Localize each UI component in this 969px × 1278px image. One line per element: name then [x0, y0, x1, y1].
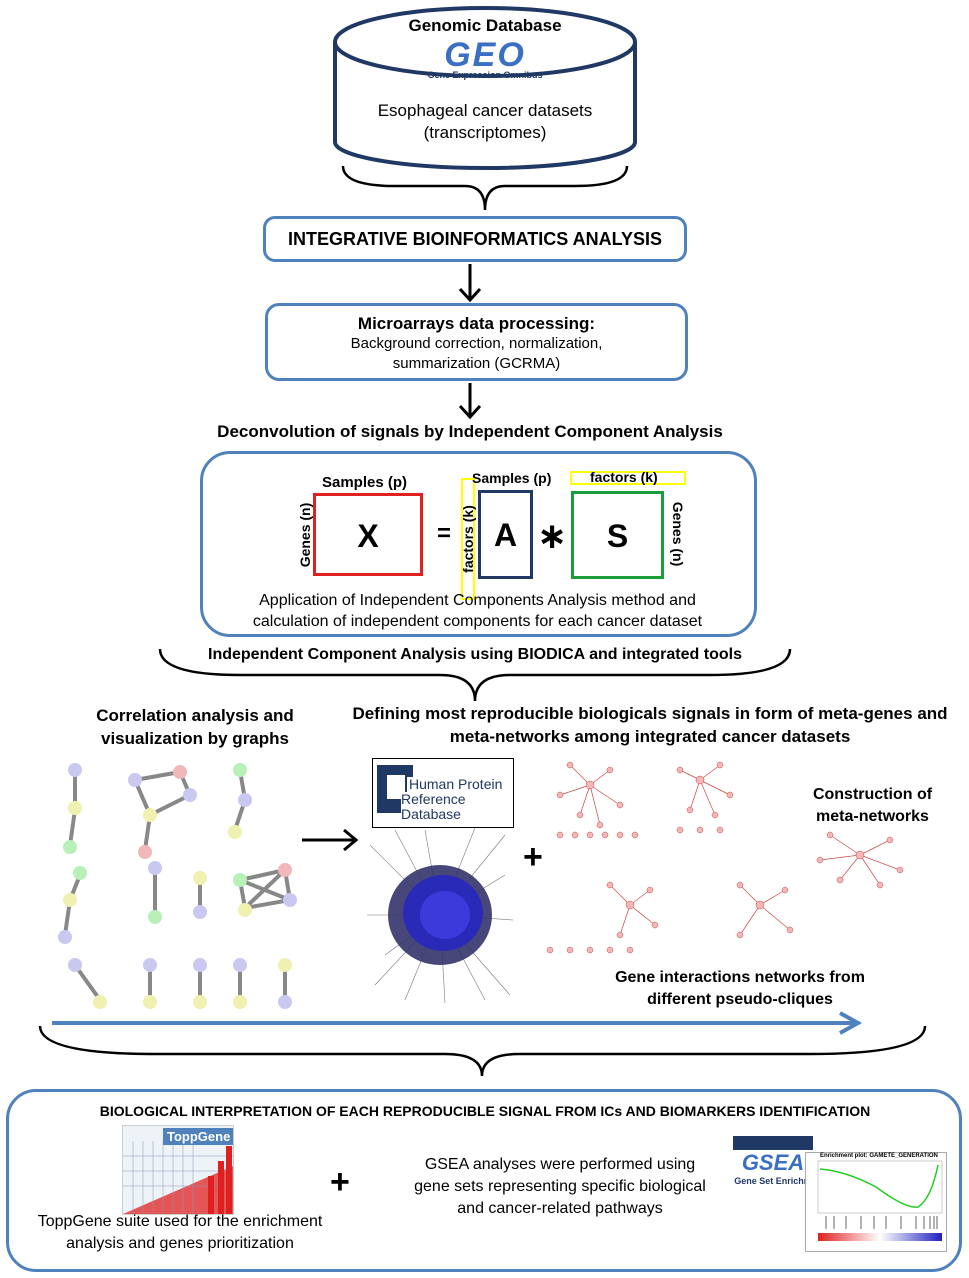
brace-bottom [38, 1025, 927, 1077]
ica-desc-line1: Application of Independent Components An… [259, 592, 696, 609]
gene-interactions-line1: Gene interactions networks from [615, 969, 865, 986]
toppgene-description: ToppGene suite used for the enrichment a… [30, 1211, 330, 1255]
ica-tools-label: Independent Component Analysis using BIO… [208, 646, 742, 663]
gsea-line1: GSEA analyses were performed using [424, 1156, 696, 1173]
toppgene-image: ToppGene [122, 1125, 234, 1215]
meta-networks-image [546, 761, 904, 954]
correlation-line2: visualization by graphs [101, 729, 289, 748]
gsea-logo-subtitle: Gene Set Enrichm [734, 1176, 812, 1186]
plus-sign-2: + [330, 1163, 350, 1201]
microarray-line1: Background correction, normalization, [350, 335, 603, 352]
database-title: Genomic Database [408, 16, 562, 35]
defining-line2: meta-networks among integrated cancer da… [449, 727, 851, 746]
microarray-box: Microarrays data processing: Background … [265, 303, 688, 381]
blue-arrow [52, 1011, 863, 1035]
a-samples-label: Samples (p) [472, 470, 552, 486]
gene-interactions-label: Gene interactions networks from differen… [600, 967, 880, 1011]
hprd-line2: Reference Database [401, 792, 511, 822]
geo-logo: GEO Gene Expression Omnibus [400, 36, 570, 82]
hprd-line1: Human Protein [409, 776, 503, 792]
construction-line1: Construction of [812, 786, 933, 803]
microarray-title: Microarrays data processing: [357, 314, 596, 333]
arrow-down-1 [458, 264, 482, 303]
gsea-enrichment-plot: Enrichment plot: GAMETE_GENERATION [805, 1152, 947, 1252]
factors-highlight-left [461, 478, 475, 600]
microarray-line2: summarization (GCRMA) [392, 355, 561, 372]
toppgene-chart-icon [123, 1141, 233, 1214]
matrix-a-label: A [493, 517, 518, 553]
correlation-graphs-image [58, 763, 297, 1009]
defining-line1: Defining most reproducible biologicals s… [352, 704, 948, 723]
toppgene-line1: ToppGene suite used for the enrichment [37, 1213, 323, 1230]
x-samples-label: Samples (p) [322, 474, 408, 491]
arrow-right [302, 828, 359, 852]
integrative-label: INTEGRATIVE BIOINFORMATICS ANALYSIS [287, 229, 663, 249]
matrix-a: A [478, 490, 533, 579]
brace-ica [158, 648, 792, 702]
construction-line2: meta-networks [816, 808, 929, 825]
integrative-analysis-box: INTEGRATIVE BIOINFORMATICS ANALYSIS [263, 216, 687, 262]
factors-highlight-top [570, 471, 686, 485]
database-desc-line2: (transcriptomes) [423, 123, 547, 142]
ica-description: Application of Independent Components An… [205, 590, 750, 632]
gsea-plot-title: Enrichment plot: GAMETE_GENERATION [820, 1153, 938, 1159]
ica-desc-line2: calculation of independent components fo… [252, 613, 703, 630]
defining-heading: Defining most reproducible biologicals s… [330, 702, 969, 748]
correlation-line1: Correlation analysis and [96, 706, 294, 725]
matrix-x-label: X [357, 518, 379, 554]
gsea-line3: and cancer-related pathways [457, 1200, 663, 1217]
gsea-line2: gene sets representing specific biologic… [414, 1178, 706, 1195]
correlation-heading: Correlation analysis and visualization b… [60, 704, 330, 750]
x-genes-label: Genes (n) [297, 502, 313, 568]
toppgene-logo: ToppGene [163, 1128, 233, 1145]
database-description: Esophageal cancer datasets (transcriptom… [330, 100, 640, 144]
gsea-logo: GSEA Gene Set Enrichm [733, 1136, 813, 1196]
equals-sign: = [437, 520, 452, 547]
gsea-plot-curve [817, 1160, 943, 1241]
matrix-s: S [571, 491, 664, 579]
multiply-sign: ∗ [537, 515, 568, 556]
s-genes-label: Genes (n) [670, 501, 686, 567]
gsea-logo-text: GSEA [741, 1150, 805, 1175]
geo-logo-text: GEO [444, 36, 526, 74]
matrix-x: X [313, 493, 423, 576]
database-cylinder [333, 6, 637, 170]
toppgene-line2: analysis and genes prioritization [66, 1235, 294, 1252]
gene-interactions-line2: different pseudo-cliques [647, 991, 833, 1008]
gsea-description: GSEA analyses were performed using gene … [395, 1154, 725, 1220]
a-factors-label: factors (k) [460, 505, 476, 573]
database-desc-line1: Esophageal cancer datasets [377, 101, 593, 120]
geo-logo-subtitle: Gene Expression Omnibus [427, 70, 543, 80]
hprd-logo: Human Protein Reference Database [372, 758, 514, 828]
arrow-down-2 [458, 383, 482, 420]
deconvolution-heading: Deconvolution of signals by Independent … [217, 422, 723, 441]
construction-label: Construction of meta-networks [800, 784, 945, 828]
s-factors-label: factors (k) [590, 469, 658, 485]
bio-interpretation-title: BIOLOGICAL INTERPRETATION OF EACH REPROD… [99, 1103, 871, 1119]
hairball-network-image [367, 827, 514, 1004]
brace-top [341, 165, 629, 211]
plus-sign-1: + [523, 838, 543, 876]
matrix-s-label: S [606, 518, 629, 554]
